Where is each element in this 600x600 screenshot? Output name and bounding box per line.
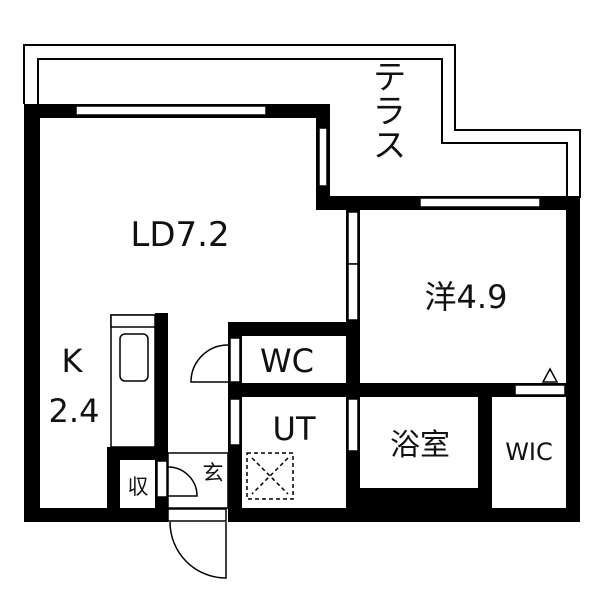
room-label-ut: UT: [273, 410, 316, 448]
windows-and-openings: [75, 105, 566, 522]
wc-door-icon: [190, 344, 229, 383]
entrance-door-icon: [169, 521, 227, 579]
washer-space-icon: [246, 452, 294, 500]
closet-door-marker: [541, 367, 559, 383]
room-label-ld: LD7.2: [130, 215, 229, 255]
room-label-wic: WIC: [505, 438, 553, 466]
storage-door-icon: [167, 466, 198, 497]
room-label-western: 洋4.9: [425, 278, 508, 316]
kitchen-counter-top: [110, 314, 156, 328]
sink-icon: [119, 333, 149, 382]
room-label-terrace: テラス: [366, 59, 406, 161]
terrace-outline-inner: [37, 58, 568, 198]
room-label-wc: WC: [260, 342, 314, 380]
room-label-kitchen: K: [62, 342, 84, 380]
room-size-kitchen: 2.4: [49, 392, 100, 430]
room-label-bathroom: 浴室: [390, 428, 450, 463]
door-swings: [167, 344, 229, 579]
room-label-storage: 収: [128, 475, 149, 499]
entrance-floor: [167, 452, 229, 509]
terrace-outline-outer: [23, 44, 581, 198]
room-label-entrance: 玄: [203, 461, 224, 485]
